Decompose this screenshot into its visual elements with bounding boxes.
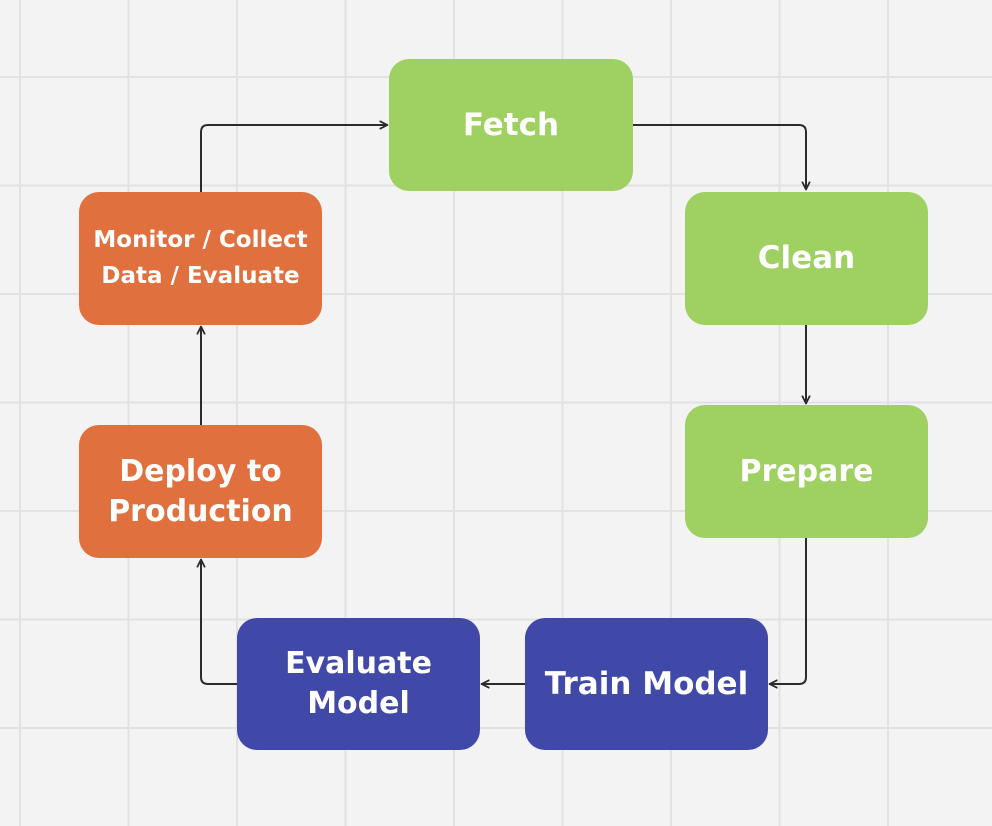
edge-monitor-to-fetch — [200, 120, 389, 193]
node-monitor[interactable]: Monitor / Collect Data / Evaluate — [79, 192, 322, 325]
node-clean[interactable]: Clean — [685, 192, 928, 325]
node-deploy-label: Deploy to Production — [108, 453, 293, 529]
node-fetch-label: Fetch — [462, 106, 560, 143]
node-fetch[interactable]: Fetch — [389, 59, 633, 191]
node-monitor-label: Monitor / Collect Data / Evaluate — [93, 226, 308, 289]
node-evaluate-model-label: Evaluate Model — [285, 646, 432, 721]
node-deploy-to-production[interactable]: Deploy to Production — [79, 425, 322, 558]
edge-prepare-to-train-model — [768, 537, 807, 689]
edge-evaluate-model-to-deploy — [196, 558, 238, 685]
node-train-model-label: Train Model — [544, 665, 749, 702]
node-clean-label: Clean — [757, 240, 856, 277]
node-prepare[interactable]: Prepare — [685, 405, 928, 538]
node-train-model[interactable]: Train Model — [525, 618, 768, 750]
edge-fetch-to-clean — [632, 124, 811, 191]
node-evaluate-model[interactable]: Evaluate Model — [237, 618, 480, 750]
node-prepare-label: Prepare — [739, 453, 874, 489]
